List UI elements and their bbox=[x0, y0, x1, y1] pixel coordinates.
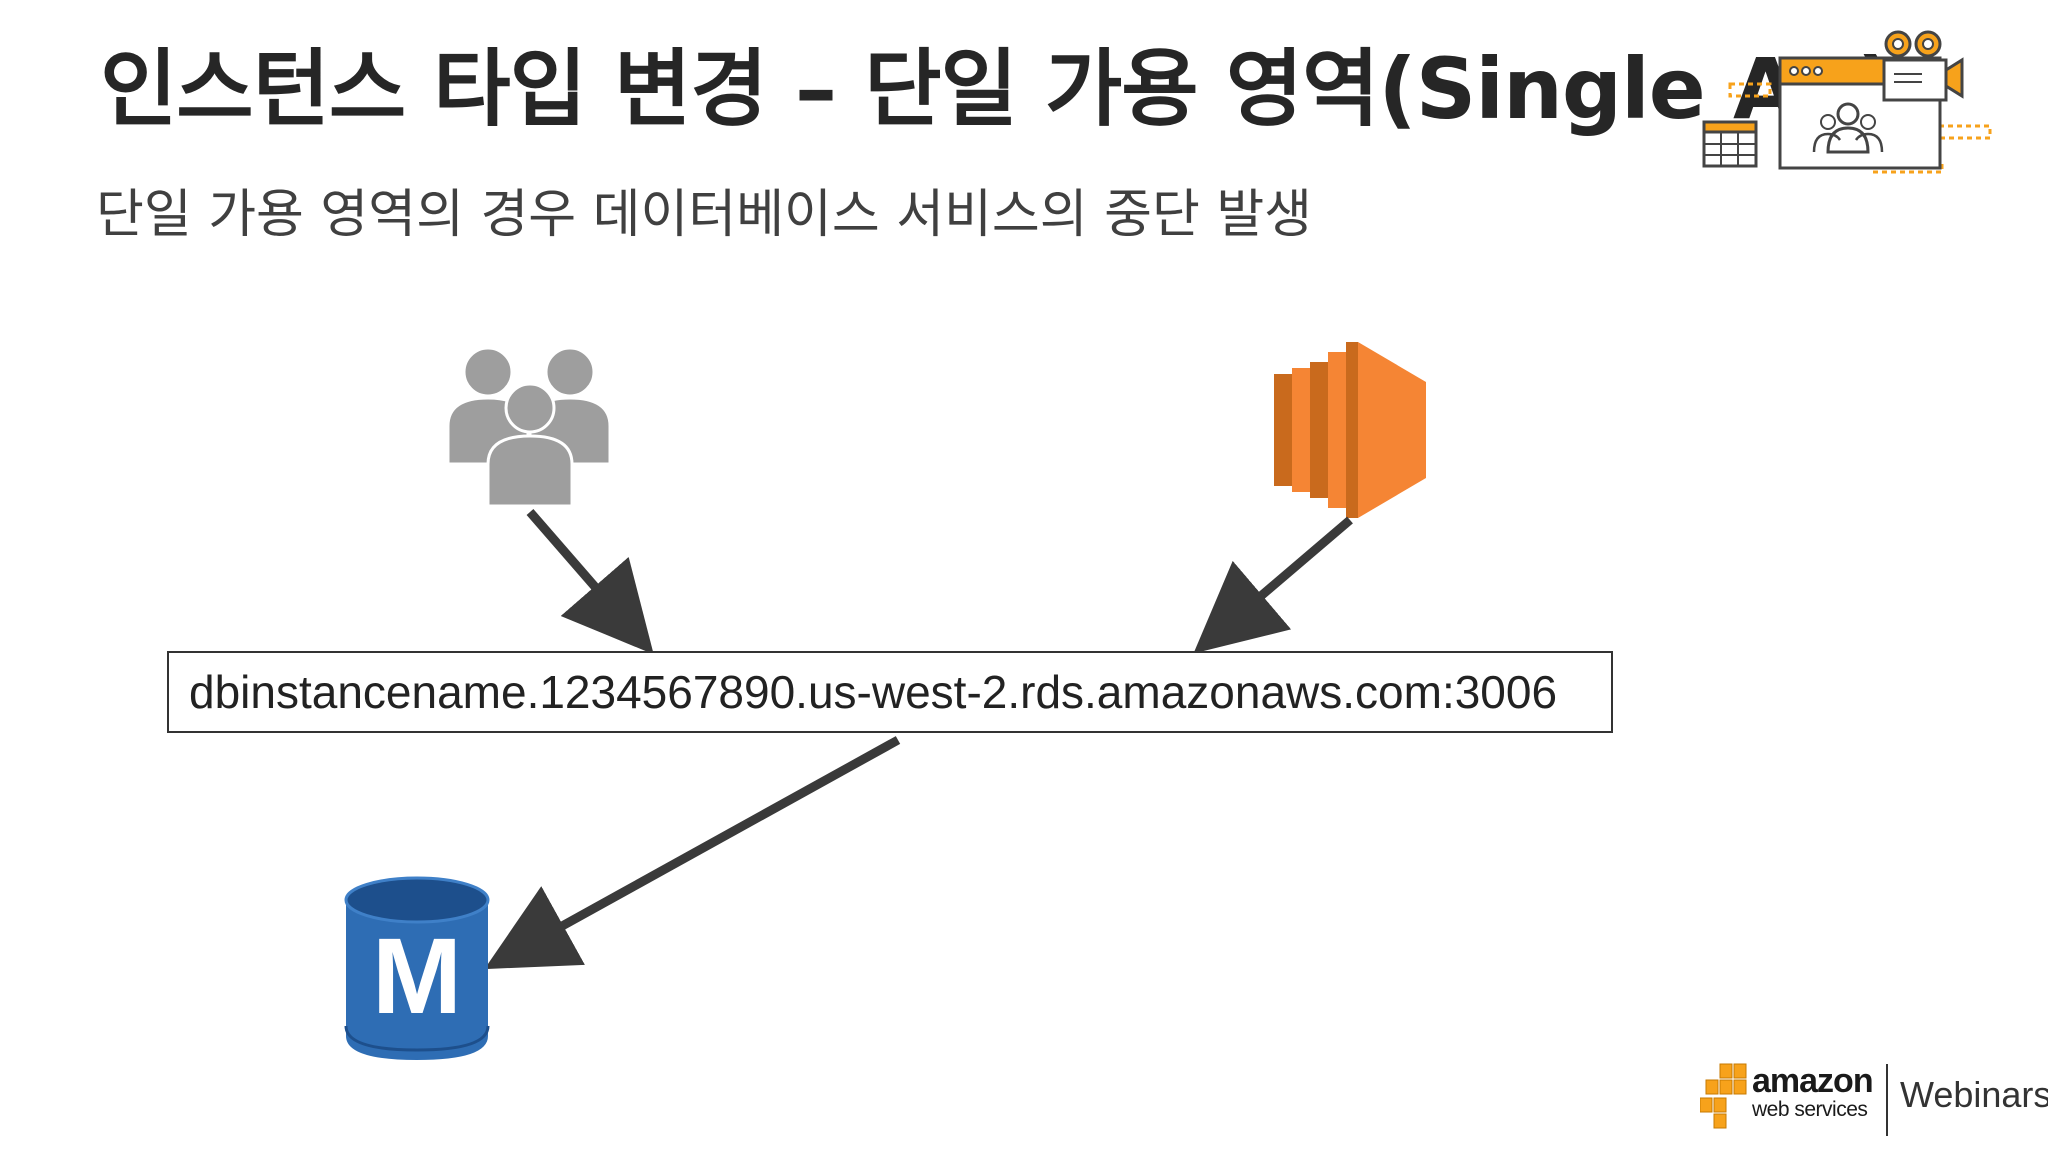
rds-master-db-icon: M bbox=[344, 876, 490, 1062]
db-endpoint-box: dbinstancename.1234567890.us-west-2.rds.… bbox=[167, 651, 1613, 733]
slide-title: 인스턴스 타입 변경 – 단일 가용 영역(Single AZ) bbox=[100, 40, 1895, 138]
users-to-endpoint-arrow bbox=[526, 509, 654, 655]
slide-subtitle: 단일 가용 영역의 경우 데이터베이스 서비스의 중단 발생 bbox=[96, 185, 1313, 245]
master-db-letter: M bbox=[372, 915, 462, 1036]
endpoint-to-db-arrow bbox=[484, 736, 901, 970]
aws-wordmark: amazon bbox=[1752, 1062, 1874, 1100]
db-endpoint-text: dbinstancename.1234567890.us-west-2.rds.… bbox=[189, 666, 1558, 718]
aws-webinars-logo: amazon web services Webinars bbox=[1700, 1058, 2048, 1142]
webinar-camera-icon bbox=[1702, 30, 1992, 174]
aws-logo-icon bbox=[1700, 1063, 1747, 1129]
aws-wordmark-sub: web services bbox=[1752, 1098, 1868, 1121]
logo-divider bbox=[1886, 1064, 1888, 1136]
ec2-to-endpoint-arrow bbox=[1193, 516, 1353, 654]
users-group-icon bbox=[446, 346, 612, 508]
webinars-label: Webinars bbox=[1900, 1074, 2048, 1115]
ec2-instance-icon bbox=[1274, 342, 1426, 518]
